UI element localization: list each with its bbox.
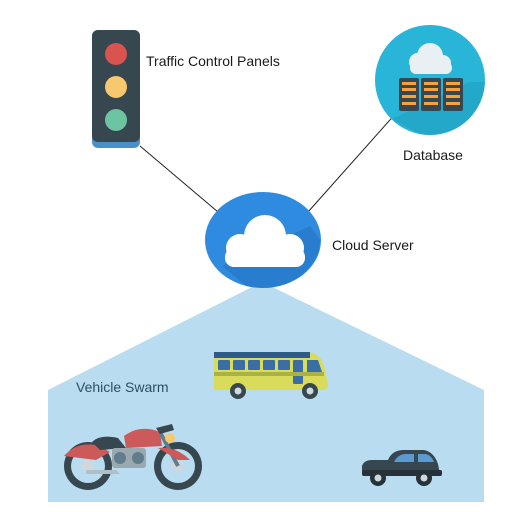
server-rack-icon (399, 78, 463, 111)
cloud-small-icon (409, 43, 452, 74)
traffic-control-panels-label: Traffic Control Panels (146, 53, 280, 69)
traffic-light-icon (92, 30, 140, 148)
connector-database-to-cloud (307, 111, 398, 213)
car-icon (362, 450, 442, 486)
database-icon (375, 25, 485, 135)
vehicle-swarm-label: Vehicle Swarm (76, 379, 169, 395)
bus-icon (214, 352, 328, 399)
cloud-server-icon (205, 192, 321, 288)
vehicle-swarm-region (48, 282, 484, 502)
motorcycle-icon (64, 424, 202, 490)
cloud-server-label: Cloud Server (332, 237, 414, 253)
connector-traffic-to-cloud (139, 145, 219, 213)
database-label: Database (403, 147, 463, 163)
